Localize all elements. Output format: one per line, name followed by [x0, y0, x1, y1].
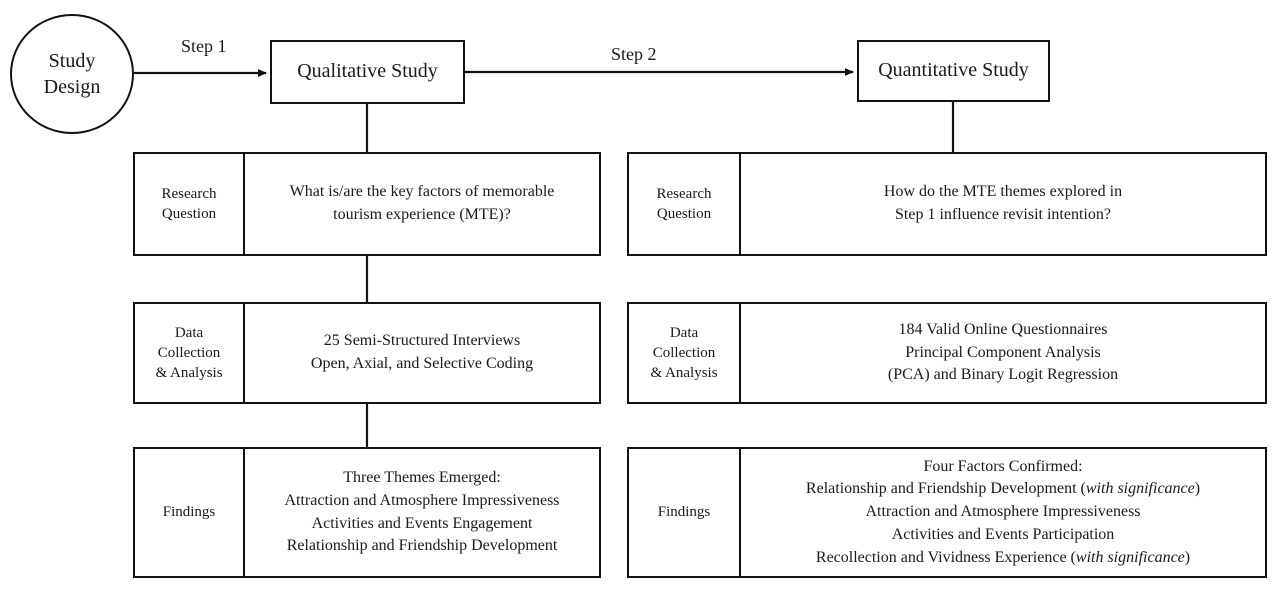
row-quantitative-findings[interactable]: Findings Four Factors Confirmed: Relatio… — [627, 447, 1267, 578]
stage-box-quantitative[interactable]: Quantitative Study — [857, 40, 1050, 102]
study-design-line-2: Design — [43, 76, 101, 98]
body-line: tourism experience (MTE)? — [333, 206, 511, 223]
row-quantitative-data-collection-analysis[interactable]: Data Collection & Analysis 184 Valid Onl… — [627, 302, 1267, 404]
row-quantitative-research-question[interactable]: Research Question How do the MTE themes … — [627, 152, 1267, 256]
row-label-quantitative-findings: Findings — [629, 449, 741, 576]
label-line: Question — [656, 206, 712, 222]
body-line: How do the MTE themes explored in — [883, 183, 1123, 201]
study-design-node[interactable]: Study Design — [10, 14, 134, 134]
body-line: What is/are the key factors of memorable — [289, 183, 555, 201]
label-line: & Analysis — [650, 365, 718, 382]
row-label-quantitative-data-collection-analysis: Data Collection & Analysis — [629, 304, 741, 402]
edge-label-step-1: Step 1 — [181, 36, 227, 56]
label-line: Data — [669, 324, 699, 341]
body-line: Activities and Events Participation — [891, 525, 1115, 543]
stage-label-qualitative: Qualitative Study — [297, 60, 438, 83]
stage-box-qualitative[interactable]: Qualitative Study — [270, 40, 465, 104]
label-line: Findings — [162, 504, 216, 521]
stage-label-quantitative: Quantitative Study — [878, 59, 1029, 82]
body-line: Attraction and Atmosphere Impressiveness — [284, 491, 560, 509]
significance-emphasis: with significance — [1075, 548, 1185, 566]
body-line: Three Themes Emerged: — [343, 469, 501, 487]
study-design-line-1: Study — [48, 50, 96, 72]
row-body-qualitative-findings: Three Themes Emerged: Attraction and Atm… — [245, 449, 599, 576]
row-body-quantitative-findings: Four Factors Confirmed: Relationship and… — [741, 449, 1265, 576]
body-line: 184 Valid Online Questionnaires — [898, 320, 1108, 338]
edge-label-step-2: Step 2 — [611, 44, 657, 64]
label-line: Question — [161, 206, 217, 222]
body-line: (PCA) and Binary Logit Regression — [887, 366, 1119, 384]
row-body-quantitative-research-question: How do the MTE themes explored in Step 1… — [741, 154, 1265, 254]
significance-emphasis: with significance — [1085, 480, 1195, 498]
label-line: Research — [656, 185, 712, 202]
label-line: Data — [174, 324, 204, 341]
row-label-qualitative-data-collection-analysis: Data Collection & Analysis — [135, 304, 245, 402]
row-body-qualitative-research-question: What is/are the key factors of memorable… — [245, 154, 599, 254]
row-label-quantitative-research-question: Research Question — [629, 154, 741, 254]
row-qualitative-data-collection-analysis[interactable]: Data Collection & Analysis 25 Semi-Struc… — [133, 302, 601, 404]
label-line: & Analysis — [155, 365, 223, 382]
row-body-quantitative-data-collection-analysis: 184 Valid Online Questionnaires Principa… — [741, 304, 1265, 402]
body-line: Attraction and Atmosphere Impressiveness — [865, 503, 1141, 521]
body-line: 25 Semi-Structured Interviews — [323, 332, 521, 350]
body-line: Open, Axial, and Selective Coding — [310, 355, 534, 372]
row-label-qualitative-research-question: Research Question — [135, 154, 245, 254]
body-line: Relationship and Friendship Development — [286, 537, 558, 555]
body-line: Step 1 influence revisit intention? — [895, 206, 1111, 223]
row-qualitative-findings[interactable]: Findings Three Themes Emerged: Attractio… — [133, 447, 601, 578]
body-line: Activities and Events Engagement — [311, 514, 533, 532]
row-body-qualitative-data-collection-analysis: 25 Semi-Structured Interviews Open, Axia… — [245, 304, 599, 402]
body-line: Four Factors Confirmed: — [923, 457, 1083, 475]
row-qualitative-research-question[interactable]: Research Question What is/are the key fa… — [133, 152, 601, 256]
label-line: Collection — [652, 344, 716, 361]
body-line-italic-host: Recollection and Vividness Experience (w… — [815, 548, 1191, 566]
label-line: Research — [161, 185, 217, 202]
body-line: Principal Component Analysis — [905, 343, 1101, 361]
label-line: Findings — [657, 504, 711, 521]
label-line: Collection — [157, 344, 221, 361]
body-line-italic-host: Relationship and Friendship Development … — [805, 480, 1201, 498]
row-label-qualitative-findings: Findings — [135, 449, 245, 576]
